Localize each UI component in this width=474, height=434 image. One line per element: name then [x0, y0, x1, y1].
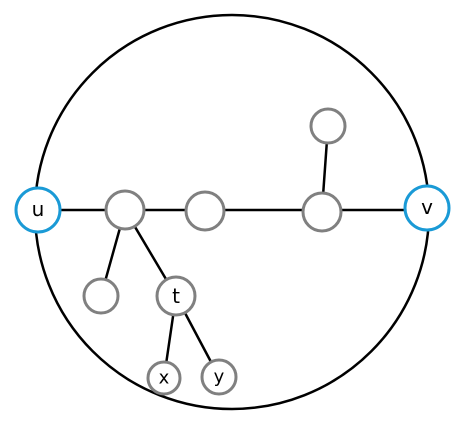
nodes: t x y u v — [14, 107, 451, 396]
node-a — [104, 189, 146, 231]
node-x: x — [146, 360, 182, 396]
node-v-label: v — [421, 195, 433, 219]
node-t: t — [155, 275, 197, 317]
node-x-label: x — [159, 368, 170, 389]
edges — [36, 124, 407, 380]
node-b — [184, 190, 226, 232]
node-d — [309, 107, 347, 145]
node-y: y — [200, 358, 238, 396]
node-c — [301, 191, 343, 233]
node-y-label: y — [214, 367, 225, 388]
node-t-label: t — [172, 284, 180, 308]
node-u-label: u — [32, 197, 45, 221]
node-e — [82, 277, 120, 315]
node-u: u — [14, 186, 62, 234]
enclosing-circle — [33, 13, 431, 411]
node-v: v — [403, 184, 451, 232]
